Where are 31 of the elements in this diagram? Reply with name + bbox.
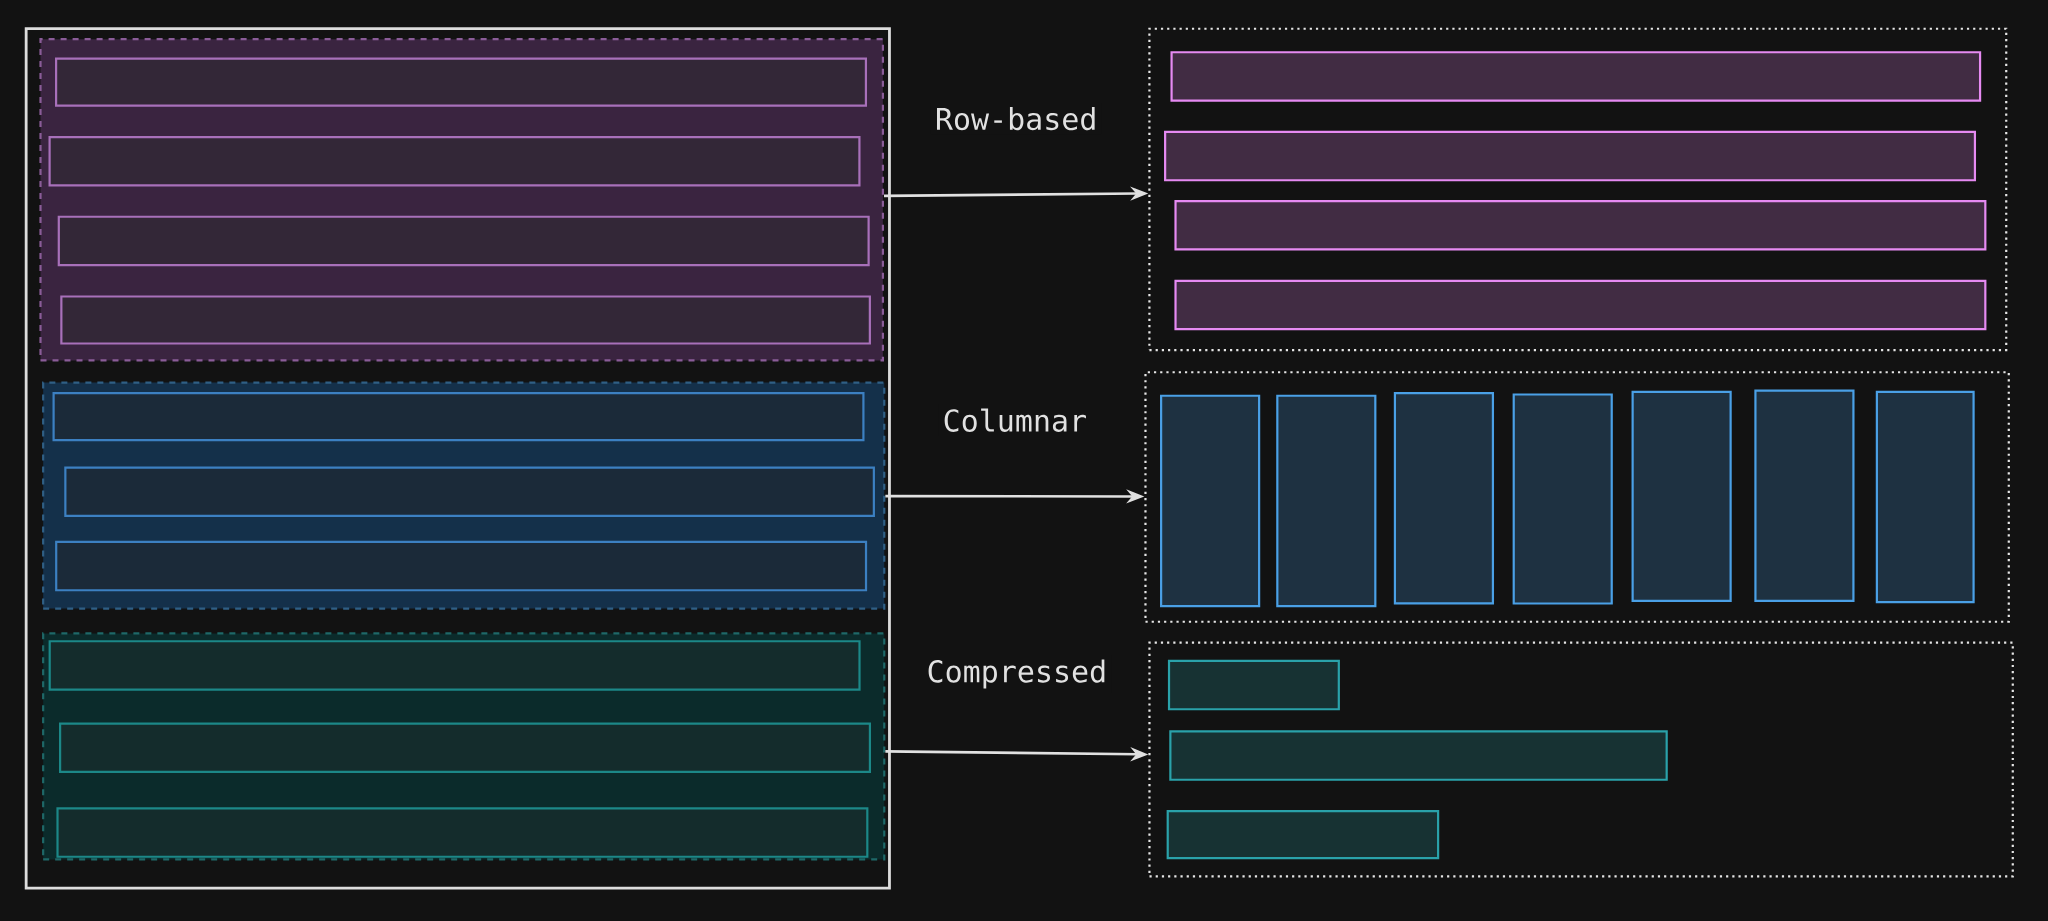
bar [1875,390,1975,604]
edge-label: Columnar [944,408,1086,432]
bar [1512,393,1613,605]
bar [1160,394,1261,608]
bar [1169,730,1668,781]
bar [48,136,861,187]
bar [1174,279,1987,331]
container-box [24,27,891,890]
bar [1276,394,1377,608]
bar [1166,810,1440,860]
bar [1393,392,1495,605]
bar [60,295,871,345]
dotted-box [1144,371,2010,623]
bar [55,540,868,592]
edge-label: Compressed [928,659,1105,689]
bar [55,57,867,107]
bar [1167,659,1340,711]
edge-label: Row-based [937,107,1095,131]
dotted-box [1148,641,2014,878]
bar [1631,390,1732,602]
bar [64,466,875,517]
bar [57,215,870,267]
bar [1174,200,1987,251]
bar [1170,51,1982,102]
bar [1164,130,1977,182]
dotted-box [1148,27,2008,352]
bar [52,392,865,442]
bar [59,722,871,773]
bar [1754,389,1855,602]
bar [48,640,861,691]
bar [56,807,869,858]
